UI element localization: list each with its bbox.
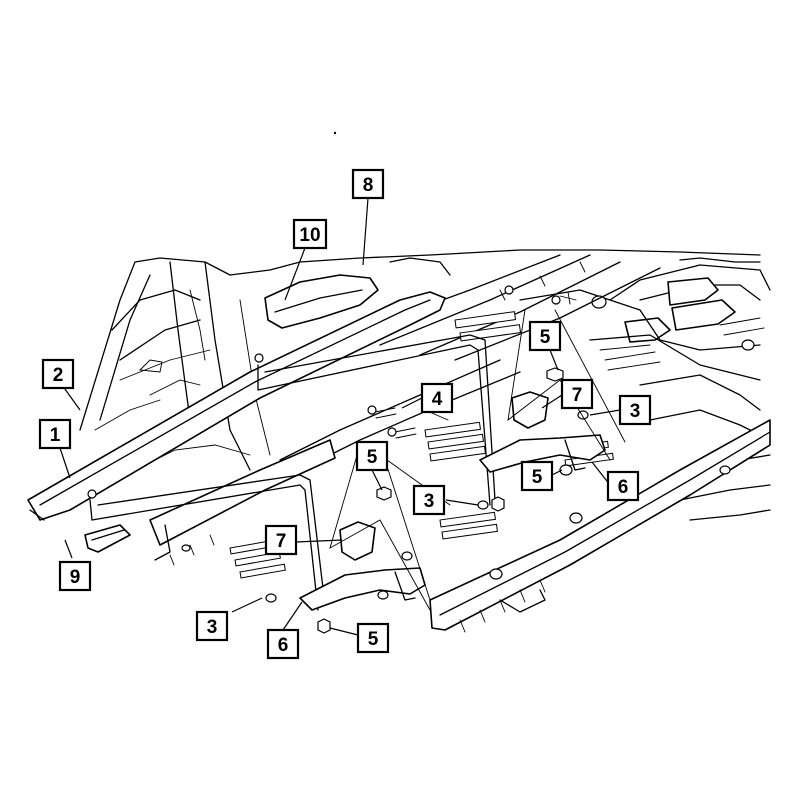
callout-10: 10 [292,218,328,250]
frame-rail-left [149,439,336,566]
frame-rail-right [429,419,771,633]
callout-3-lower-label: 3 [207,617,218,638]
callout-5-lower: 5 [356,622,390,654]
callout-4-label: 4 [432,389,443,410]
floor-pan [299,249,771,521]
callout-9-label: 9 [70,567,81,588]
callout-5-right-label: 5 [532,467,543,488]
floor-slots [229,311,614,579]
mounting-bracket-upper [254,334,496,506]
callout-2: 2 [41,358,75,390]
callout-1: 1 [38,418,72,450]
end-bracket [84,524,131,553]
callout-5-upper-label: 5 [540,327,551,348]
callout-10-label: 10 [299,225,320,246]
support-bracket-upper [479,391,606,476]
callout-7-lower-label: 7 [276,531,287,552]
callout-1-label: 1 [50,425,61,446]
callout-5-lower-label: 5 [368,629,379,650]
callout-3-right: 3 [618,394,652,426]
stray-dot [333,131,337,135]
callout-4: 4 [420,382,454,414]
side-trim [264,274,379,329]
callout-8-label: 8 [363,175,374,196]
callout-9: 9 [58,560,92,592]
assembly-guides [329,309,626,611]
mounting-bracket-lower [87,474,326,611]
callout-3-lower: 3 [195,610,229,642]
callout-3-right-label: 3 [630,401,641,422]
hardware [265,285,589,634]
callout-3-middle: 3 [412,484,446,516]
callout-5-middle-label: 5 [367,447,378,468]
callout-5-right: 5 [520,460,554,492]
callout-7-lower: 7 [264,524,298,556]
callout-2-label: 2 [53,365,64,386]
callout-6-right-label: 6 [618,477,629,498]
callout-7-upper-label: 7 [572,385,583,406]
support-bracket-lower [299,521,426,611]
callout-3-middle-label: 3 [424,491,435,512]
callout-5-upper: 5 [528,320,562,352]
callout-5-middle: 5 [355,440,389,472]
callout-8: 8 [351,168,385,200]
callout-7-upper: 7 [560,378,594,410]
running-board [27,291,446,521]
callout-6-right: 6 [606,470,640,502]
callout-6-lower: 6 [266,628,300,660]
callout-6-lower-label: 6 [278,635,289,656]
